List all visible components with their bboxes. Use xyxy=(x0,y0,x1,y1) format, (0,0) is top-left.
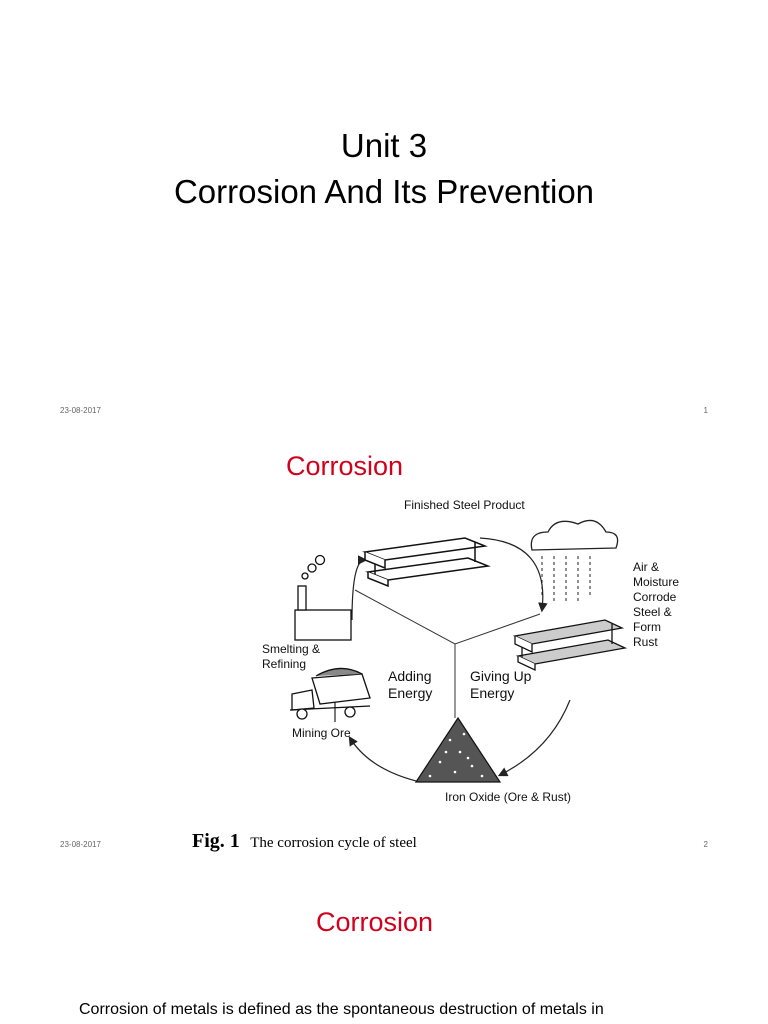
iron-oxide-pile-icon xyxy=(414,716,502,783)
corrosion-cycle-diagram: Finished Steel Product Air & Moisture Co… xyxy=(250,490,720,820)
label-smelting-line-1: Smelting & xyxy=(262,642,321,656)
slide-1: Unit 3 Corrosion And Its Prevention 23-0… xyxy=(0,0,768,432)
arrow-to-rust xyxy=(479,537,548,613)
label-air-line-3: Corrode xyxy=(633,590,677,604)
label-adding-energy: Adding Energy xyxy=(388,668,432,702)
rain-cloud-icon xyxy=(530,519,619,602)
corrosion-cycle-drawing xyxy=(289,519,628,783)
label-smelting-refining: Smelting & Refining xyxy=(262,642,320,672)
label-giving-line-2: Energy xyxy=(470,685,515,701)
label-adding-line-2: Energy xyxy=(388,685,433,701)
label-air-line-1: Air & xyxy=(633,560,660,574)
label-finished-steel-product: Finished Steel Product xyxy=(404,498,525,512)
factory-icon xyxy=(294,554,352,641)
slide-number: 1 xyxy=(703,406,708,415)
label-air-line-5: Form xyxy=(633,620,661,634)
slide-number: 2 xyxy=(703,840,708,849)
slide-date: 23-08-2017 xyxy=(60,406,101,415)
figure-number: Fig. 1 xyxy=(192,830,240,852)
figure-caption-text: The corrosion cycle of steel xyxy=(250,835,417,851)
arrow-to-mining xyxy=(348,735,421,783)
label-mining-ore: Mining Ore xyxy=(292,726,351,740)
slide-heading: Corrosion xyxy=(316,907,434,937)
label-giving-line-1: Giving Up xyxy=(470,668,532,684)
slide-3: Corrosion Corrosion of metals is defined… xyxy=(0,864,768,1024)
label-iron-oxide: Iron Oxide (Ore & Rust) xyxy=(445,790,572,804)
label-adding-line-1: Adding xyxy=(388,668,432,684)
slide-title-line-1: Unit 3 xyxy=(340,127,428,164)
finished-steel-beam-icon xyxy=(362,537,491,588)
slide-heading: Corrosion xyxy=(286,451,404,481)
rusting-beam-icon xyxy=(512,619,628,672)
figure-caption: Fig. 1 The corrosion cycle of steel xyxy=(192,830,417,853)
label-giving-up-energy: Giving Up Energy xyxy=(470,668,531,702)
arrow-to-product xyxy=(351,555,368,621)
label-smelting-line-2: Refining xyxy=(262,657,307,671)
mining-truck-icon xyxy=(289,667,371,720)
label-air-line-2: Moisture xyxy=(633,575,680,589)
divider-top xyxy=(354,589,541,645)
slide-title-line-2: Corrosion And Its Prevention xyxy=(173,173,595,210)
label-air-line-4: Steel & xyxy=(633,605,672,619)
slide-body-text: Corrosion of metals is defined as the sp… xyxy=(79,1001,604,1018)
slide-2: Corrosion xyxy=(0,432,768,864)
label-air-line-6: Rust xyxy=(633,635,658,649)
slide-date: 23-08-2017 xyxy=(60,840,101,849)
arrow-to-oxide xyxy=(497,699,571,777)
label-air-moisture: Air & Moisture Corrode Steel & Form Rust xyxy=(633,560,679,650)
